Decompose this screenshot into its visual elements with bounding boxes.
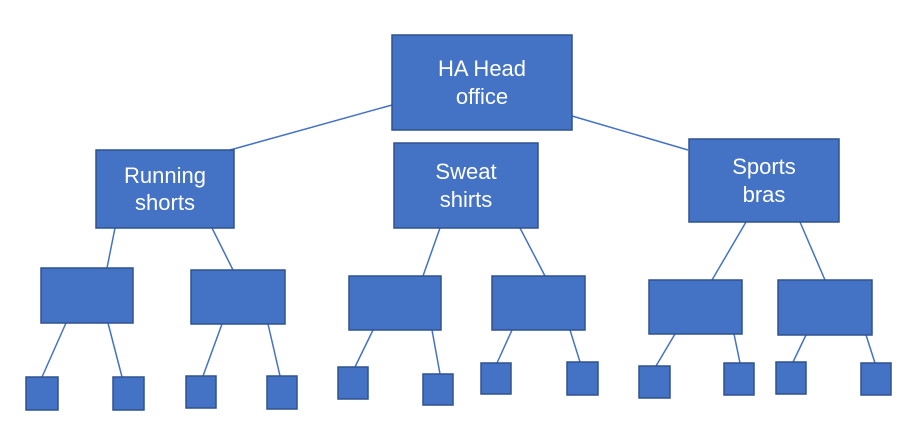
connector-line-13 <box>354 329 374 368</box>
node-leaf-5 <box>337 366 369 400</box>
connectors <box>41 104 876 378</box>
node-leaf-3 <box>185 375 217 409</box>
node-leaf-7 <box>480 362 512 395</box>
connector-line-3 <box>106 227 116 269</box>
node-sub-2 <box>190 269 286 325</box>
connector-line-12 <box>267 323 281 377</box>
connector-line-1 <box>229 104 393 151</box>
connector-line-9 <box>41 322 67 378</box>
connector-line-16 <box>569 329 581 363</box>
node-leaf-1 <box>25 376 59 411</box>
node-branch-running <box>95 149 235 229</box>
connector-line-14 <box>431 329 441 375</box>
node-sub-5 <box>648 279 743 335</box>
node-leaf-9 <box>638 365 671 399</box>
node-leaf-4 <box>266 375 298 410</box>
boxes <box>25 34 892 411</box>
node-sub-3 <box>348 275 442 331</box>
connector-line-19 <box>792 334 807 363</box>
connector-line-7 <box>711 221 747 281</box>
node-leaf-2 <box>112 376 145 411</box>
node-branch-sweat <box>393 142 539 229</box>
node-leaf-12 <box>860 362 892 396</box>
connector-line-17 <box>655 333 676 367</box>
node-leaf-8 <box>566 361 599 396</box>
connector-line-18 <box>733 333 741 364</box>
node-leaf-11 <box>775 361 807 395</box>
connector-line-20 <box>865 334 876 364</box>
node-root <box>391 34 573 131</box>
connector-line-15 <box>496 329 513 364</box>
connector-line-11 <box>202 323 223 377</box>
node-leaf-10 <box>723 362 755 396</box>
connector-line-2 <box>571 115 689 151</box>
node-leaf-6 <box>422 373 454 406</box>
connector-line-8 <box>799 221 826 281</box>
node-sub-4 <box>491 275 586 331</box>
connector-line-10 <box>107 322 123 378</box>
node-sub-6 <box>777 279 873 336</box>
connector-line-6 <box>519 227 546 277</box>
node-sub-1 <box>40 267 134 324</box>
node-branch-bras <box>688 138 840 223</box>
connector-line-4 <box>211 227 234 271</box>
connector-line-5 <box>422 227 441 277</box>
